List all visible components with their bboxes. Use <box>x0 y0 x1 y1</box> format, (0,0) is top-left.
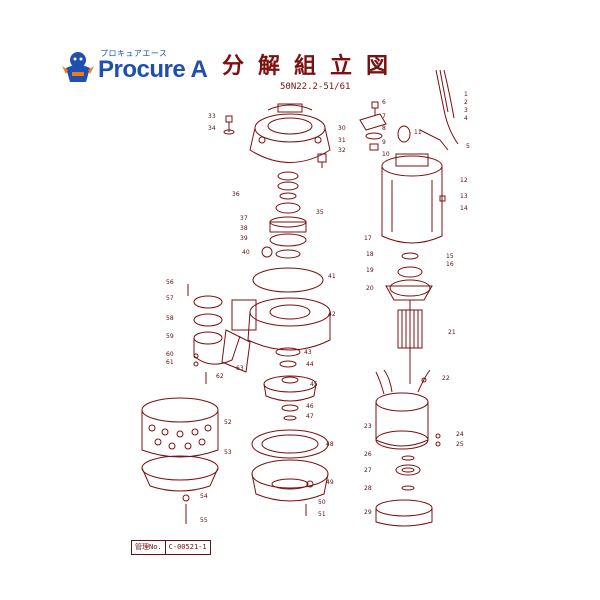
logo-brand: Procure A <box>98 56 208 83</box>
part-number-41: 41 <box>328 273 336 280</box>
part-number-39: 39 <box>240 235 248 242</box>
part-number-51: 51 <box>318 511 326 518</box>
part-number-43: 43 <box>304 349 312 356</box>
part-number-2: 2 <box>464 99 468 106</box>
part-number-17: 17 <box>364 235 372 242</box>
part-number-50: 50 <box>318 499 326 506</box>
part-number-49: 49 <box>326 479 334 486</box>
part-number-16: 16 <box>446 261 454 268</box>
part-number-60: 60 <box>166 351 174 358</box>
top-cover <box>249 103 331 163</box>
part-number-47: 47 <box>306 413 314 420</box>
part-number-20: 20 <box>366 285 374 292</box>
management-label: 管理No. <box>132 541 166 554</box>
part-number-35: 35 <box>316 209 324 216</box>
part-number-26: 26 <box>364 451 372 458</box>
part-number-23: 23 <box>364 423 372 430</box>
part-number-54: 54 <box>200 493 208 500</box>
part-number-53: 53 <box>224 449 232 456</box>
part-number-15: 15 <box>446 253 454 260</box>
suction-cover <box>251 429 329 502</box>
part-number-38: 38 <box>240 225 248 232</box>
model-number: 50N22.2-51/61 <box>280 82 351 92</box>
part-number-14: 14 <box>460 205 468 212</box>
o-ring <box>252 267 324 293</box>
mascot-icon <box>62 52 94 82</box>
part-number-3: 3 <box>464 107 468 114</box>
part-number-7: 7 <box>382 113 386 120</box>
part-number-24: 24 <box>456 431 464 438</box>
pump-casing <box>231 297 331 351</box>
part-number-10: 10 <box>382 151 390 158</box>
part-number-4: 4 <box>464 115 468 122</box>
part-number-59: 59 <box>166 333 174 340</box>
part-number-8: 8 <box>382 125 386 132</box>
part-number-18: 18 <box>366 251 374 258</box>
part-number-52: 52 <box>224 419 232 426</box>
part-number-37: 37 <box>240 215 248 222</box>
part-number-36: 36 <box>232 191 240 198</box>
motor-frame <box>381 153 443 244</box>
part-number-33: 33 <box>208 113 216 120</box>
part-number-9: 9 <box>382 139 386 146</box>
part-number-30: 30 <box>338 125 346 132</box>
part-number-19: 19 <box>366 267 374 274</box>
part-number-28: 28 <box>364 485 372 492</box>
part-number-5: 5 <box>466 143 470 150</box>
part-number-44: 44 <box>306 361 314 368</box>
part-number-34: 34 <box>208 125 216 132</box>
part-number-61: 61 <box>166 359 174 366</box>
part-number-25: 25 <box>456 441 464 448</box>
part-number-42: 42 <box>328 311 336 318</box>
part-number-57: 57 <box>166 295 174 302</box>
part-number-46: 46 <box>306 403 314 410</box>
part-number-58: 58 <box>166 315 174 322</box>
part-number-55: 55 <box>200 517 208 524</box>
procure-a-logo: プロキュアエース Procure A <box>58 48 208 84</box>
management-value: C-00521-1 <box>168 543 207 551</box>
discharge-elbow <box>187 284 251 384</box>
part-number-45: 45 <box>310 381 318 388</box>
part-number-40: 40 <box>242 249 250 256</box>
stator <box>375 369 431 450</box>
logo-kana: プロキュアエース <box>100 49 168 58</box>
strainer <box>141 397 219 492</box>
part-number-12: 12 <box>460 177 468 184</box>
part-number-29: 29 <box>364 509 372 516</box>
part-number-63: 63 <box>236 365 244 372</box>
part-number-31: 31 <box>338 137 346 144</box>
part-number-62: 62 <box>216 373 224 380</box>
part-number-22: 22 <box>442 375 450 382</box>
part-number-labels: 1234567891011121314151617181920212223242… <box>166 91 470 524</box>
part-number-32: 32 <box>338 147 346 154</box>
part-number-27: 27 <box>364 467 372 474</box>
part-number-1: 1 <box>464 91 468 98</box>
part-number-56: 56 <box>166 279 174 286</box>
bearing-stack <box>269 171 307 259</box>
diagram-title: 分解組立図 <box>222 53 403 79</box>
part-number-6: 6 <box>382 99 386 106</box>
part-number-48: 48 <box>326 441 334 448</box>
rotor-shaft <box>397 300 423 384</box>
impeller <box>263 375 317 402</box>
part-number-11: 11 <box>414 129 422 136</box>
management-number-box: 管理No. C-00521-1 <box>131 540 211 555</box>
part-number-21: 21 <box>448 329 456 336</box>
part-number-13: 13 <box>460 193 468 200</box>
